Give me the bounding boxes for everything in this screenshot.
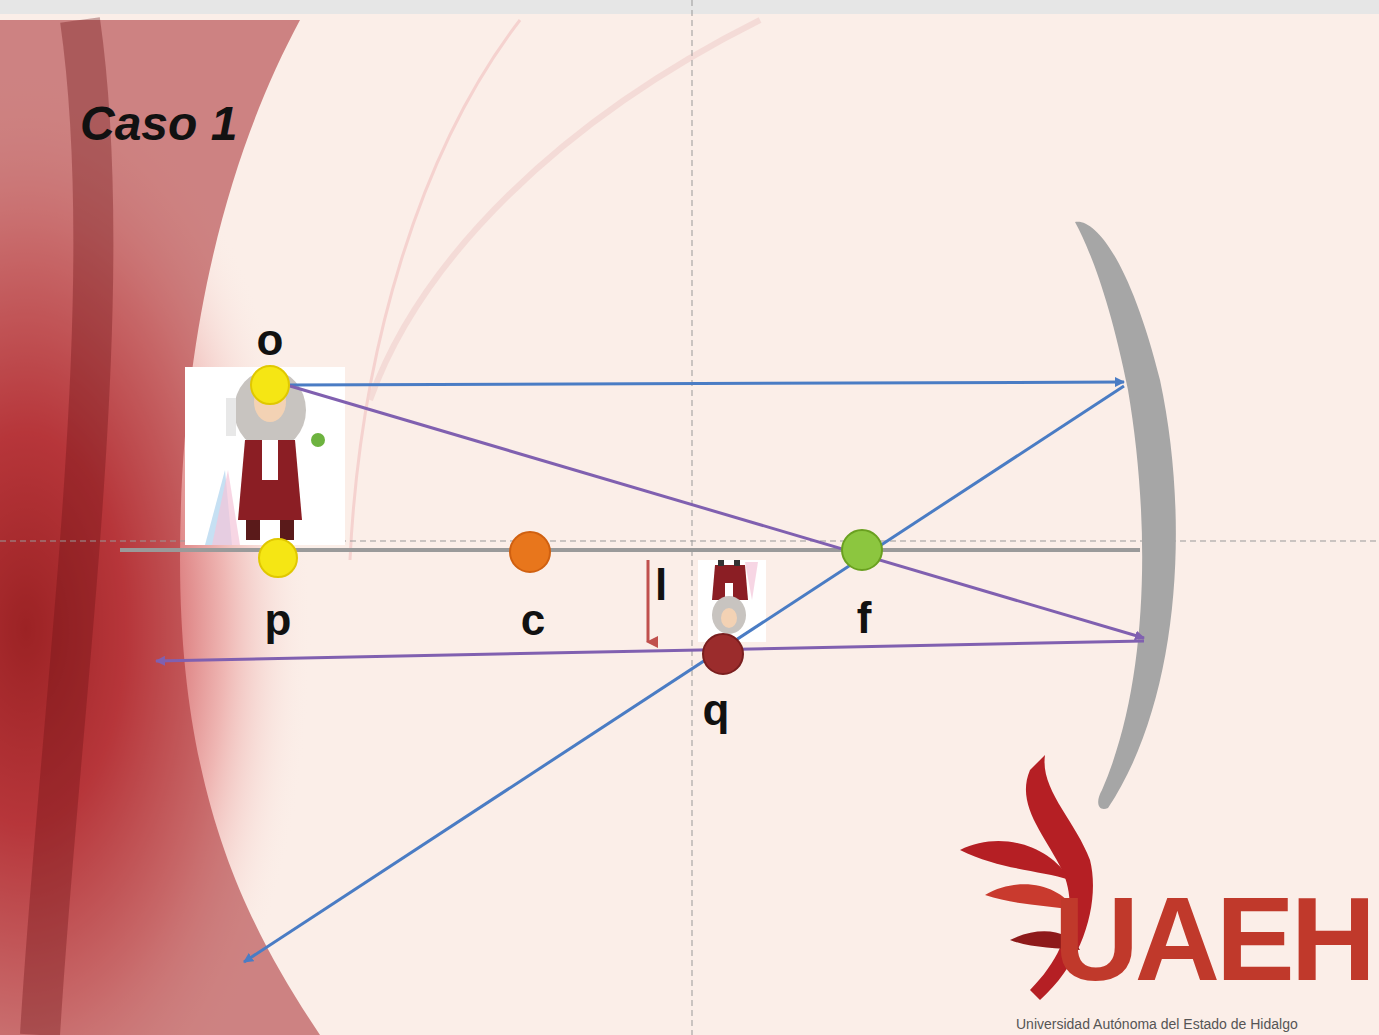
point-marker: f: [841, 529, 883, 571]
logo-letters: UAEH: [1054, 880, 1372, 998]
point-label: p: [265, 598, 292, 642]
point-dot: [702, 633, 744, 675]
point-marker: p: [258, 538, 298, 578]
point-dot: [258, 538, 298, 578]
point-label: c: [521, 598, 545, 642]
title: Caso 1: [80, 96, 237, 152]
point-label: f: [857, 596, 872, 640]
point-dot: [841, 529, 883, 571]
university-name: Universidad Autónoma del Estado de Hidal…: [1016, 1017, 1298, 1031]
point-label: q: [703, 688, 730, 732]
image-height-label: l: [655, 563, 667, 607]
point-marker: c: [509, 531, 551, 573]
point-dot: [250, 365, 290, 405]
point-label: o: [257, 318, 284, 362]
point-marker: o: [250, 365, 290, 405]
point-marker: q: [702, 633, 744, 675]
point-dot: [509, 531, 551, 573]
